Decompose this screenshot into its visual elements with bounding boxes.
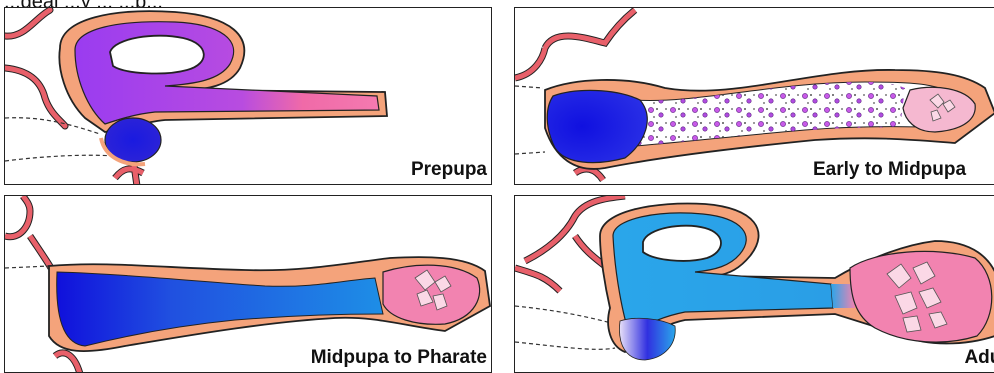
stage-label: Midpupa to Pharate <box>309 347 489 369</box>
panel-adult: Adult <box>514 195 994 373</box>
pink-vesicle <box>383 265 480 324</box>
trachea-branch <box>515 10 635 78</box>
panel-midpupa-to-pharate: Midpupa to Pharate <box>4 195 492 373</box>
salivary-gland-bulb <box>619 318 675 360</box>
trachea-branch <box>5 10 65 126</box>
panel-prepupa: Prepupa <box>4 7 492 185</box>
loop-hole <box>110 36 204 74</box>
trachea-branch <box>55 353 80 373</box>
adult-illustration <box>515 196 994 373</box>
secretion-lumen <box>57 272 383 346</box>
stage-label: Adult <box>962 347 994 369</box>
stage-label: Early to Midpupa <box>811 159 968 181</box>
dashed-outline <box>515 306 615 349</box>
stage-label: Prepupa <box>409 159 489 181</box>
trachea-branch <box>5 196 51 268</box>
loop-hole <box>643 226 721 261</box>
dashed-outline <box>5 266 49 268</box>
trachea-branch <box>515 268 560 291</box>
dashed-outline <box>515 86 545 154</box>
panel-early-to-midpupa: Early to Midpupa <box>514 7 994 185</box>
salivary-gland-bulb <box>547 90 647 162</box>
